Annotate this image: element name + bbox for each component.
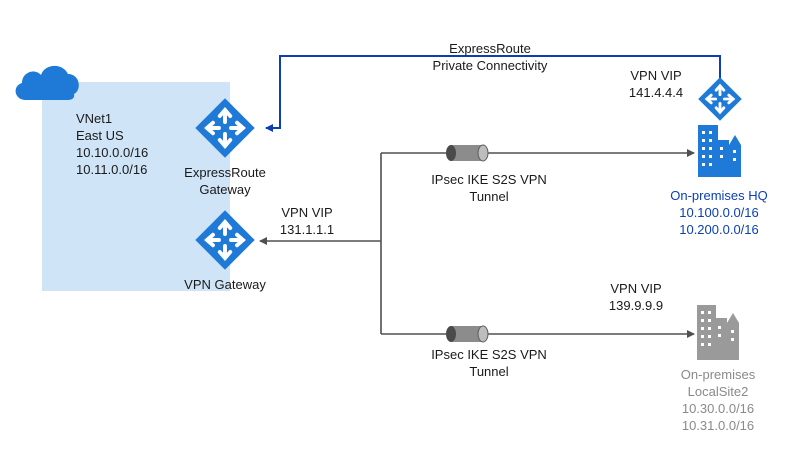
expressroute-gateway-label: ExpressRoute [184,165,266,180]
localsite-name: LocalSite2 [687,384,749,399]
vpn-gateway-vip: 131.1.1.1 [279,222,335,237]
hq-prefix: 10.100.0.0/16 [679,205,759,220]
tunnel-pipe-icon [446,325,489,343]
expressroute-gateway-label: Gateway [199,182,251,197]
hq-vip-router-icon [698,77,742,121]
tunnel-localsite-label: Tunnel [469,364,509,379]
expressroute-gateway-router-icon [195,98,255,158]
hq-vip: 141.4.4.4 [628,85,684,100]
localsite-prefix: 10.30.0.0/16 [681,401,755,416]
vpn-gateway-label: VPN Gateway [184,277,266,292]
localsite-vip-label: VPN VIP [610,281,662,296]
vnet-box [42,82,230,291]
hq-name: On-premises HQ [670,188,768,203]
vnet-region: East US [76,128,124,143]
hq-prefix: 10.200.0.0/16 [679,222,759,237]
hq-vip-label: VPN VIP [630,68,682,83]
vnet-prefix: 10.10.0.0/16 [76,145,149,160]
expressroute-link-label: ExpressRoute [449,41,531,56]
localsite-building-icon [697,305,739,360]
vpn-gateway-vip-label: VPN VIP [281,205,333,220]
localsite-vip: 139.9.9.9 [608,298,664,313]
cloud-icon [15,65,79,100]
localsite-prefix: 10.31.0.0/16 [681,418,755,433]
tunnel-hq-label: IPsec IKE S2S VPN [431,172,547,187]
vpn-gateway-router-icon [195,210,255,270]
vpn-connection-lines [259,149,695,338]
expressroute-link-label: Private Connectivity [432,58,548,73]
tunnel-localsite-label: IPsec IKE S2S VPN [431,347,547,362]
localsite-name: On-premises [680,367,756,382]
hq-building-icon [698,125,741,177]
vnet-prefix: 10.11.0.0/16 [76,162,148,177]
tunnel-hq-label: Tunnel [469,189,509,204]
expressroute-connection-line [265,55,721,132]
tunnel-pipe-icon [446,144,489,162]
vnet-name: VNet1 [76,111,113,126]
